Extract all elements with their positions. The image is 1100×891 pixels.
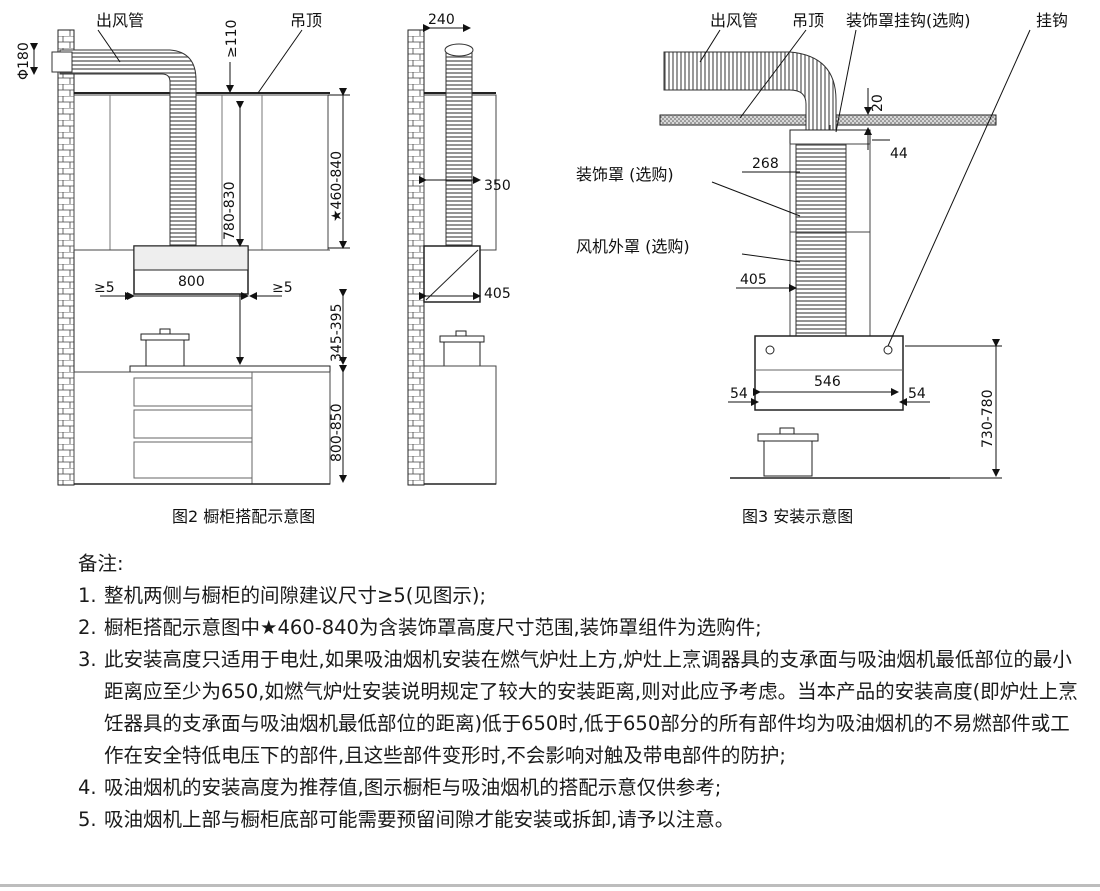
fig3-cover-hook [789,129,871,145]
fig3-dim-54-left: 54 [730,386,748,402]
note-number: 4. [78,776,97,799]
fig2-side-view: 240 350 405 [407,12,511,486]
fig2-pot [145,337,185,367]
bottom-divider [0,884,1100,887]
fig3-dim-54-right: 54 [908,386,926,402]
fig3-dim-730-780: 730-780 [980,390,996,449]
fig2-caption: 图2 橱柜搭配示意图 [172,507,315,526]
fig2-front-view: Φ180 ≥110 ★460-840 780-830 800 ≥5 ≥5 345… [16,11,350,486]
fig2-dim-gap-right: ≥5 [272,280,293,296]
fig3-dim-546: 546 [814,374,841,390]
fig3-dim-268: 268 [752,156,779,172]
note-number: 3. [78,648,97,671]
note-number: 1. [78,584,97,607]
note-text: 吸油烟机上部与橱柜底部可能需要预留间隙才能安装或拆卸,请予以注意。 [104,808,735,831]
fig2-dim-800: 800 [178,274,205,290]
fig2-label-ceiling: 吊顶 [290,11,322,30]
fig2-dim-780-830: 780-830 [222,182,238,241]
note-text: 此安装高度只适用于电灶,如果吸油烟机安装在燃气炉灶上方,炉灶上烹调器具的支承面与… [104,648,1078,767]
note-item: 4. 吸油烟机的安装高度为推荐值,图示橱柜与吸油烟机的搭配示意仅供参考; [78,772,1088,804]
note-number: 5. [78,808,97,831]
fig2-side-duct [445,47,473,249]
notes-title: 备注: [78,552,124,575]
fig3-label-fan-cover: 风机外罩 (选购) [576,237,690,256]
fig2-dim-405: 405 [484,286,511,302]
note-text: 整机两侧与橱柜的间隙建议尺寸≥5(见图示); [104,584,487,607]
fig3-label-ceiling: 吊顶 [792,11,824,30]
fig3-label-hook-optional: 装饰罩挂钩(选购) [846,11,971,30]
fig2-upper-cabinet [73,94,329,251]
fig3-dim-44: 44 [890,146,908,162]
fig2-dim-800-850: 800-850 [329,404,345,463]
fig3-dim-405: 405 [740,272,767,288]
fig2-dim-gap-left: ≥5 [94,280,115,296]
note-item: 1. 整机两侧与橱柜的间隙建议尺寸≥5(见图示); [78,580,1088,612]
note-text: 橱柜搭配示意图中★460-840为含装饰罩高度尺寸范围,装饰罩组件为选购件; [104,616,762,639]
fig2-dim-gap-top: ≥110 [224,20,240,58]
fig2-dim-240: 240 [428,12,455,28]
note-number: 2. [78,616,97,639]
fig2-dim-460-840: ★460-840 [329,151,345,222]
fig3-caption: 图3 安装示意图 [742,507,853,526]
fig3-label-hook: 挂钩 [1036,11,1068,30]
fig2-dim-345-395: 345-395 [329,304,345,363]
fig3-label-duct: 出风管 [710,11,758,30]
note-item: 5. 吸油烟机上部与橱柜底部可能需要预留间隙才能安装或拆卸,请予以注意。 [78,804,1088,836]
installation-diagram: Φ180 ≥110 ★460-840 780-830 800 ≥5 ≥5 345… [16,11,1068,526]
fig3-dim-20: 20 [870,94,886,112]
note-item: 2. 橱柜搭配示意图中★460-840为含装饰罩高度尺寸范围,装饰罩组件为选购件; [78,612,1088,644]
fig3-hood-body [754,335,904,411]
note-item: 3. 此安装高度只适用于电灶,如果吸油烟机安装在燃气炉灶上方,炉灶上烹调器具的支承… [78,644,1088,772]
fig2-dim-350: 350 [484,178,511,194]
fig2-label-duct: 出风管 [96,11,144,30]
fig2-brick-wall [57,29,75,486]
fig2-dim-phi: Φ180 [16,42,32,80]
fig3-label-cover: 装饰罩 (选购) [576,165,674,184]
fig3-pot [763,439,813,477]
note-text: 吸油烟机的安装高度为推荐值,图示橱柜与吸油烟机的搭配示意仅供参考; [104,776,722,799]
fig2-side-wall [407,29,425,486]
notes-section: 备注: 1. 整机两侧与橱柜的间隙建议尺寸≥5(见图示); 2. 橱柜搭配示意图中★… [78,548,1088,836]
fig3-install-view: 20 44 268 405 546 54 54 730-780 出风管 吊顶 装… [576,11,1068,479]
